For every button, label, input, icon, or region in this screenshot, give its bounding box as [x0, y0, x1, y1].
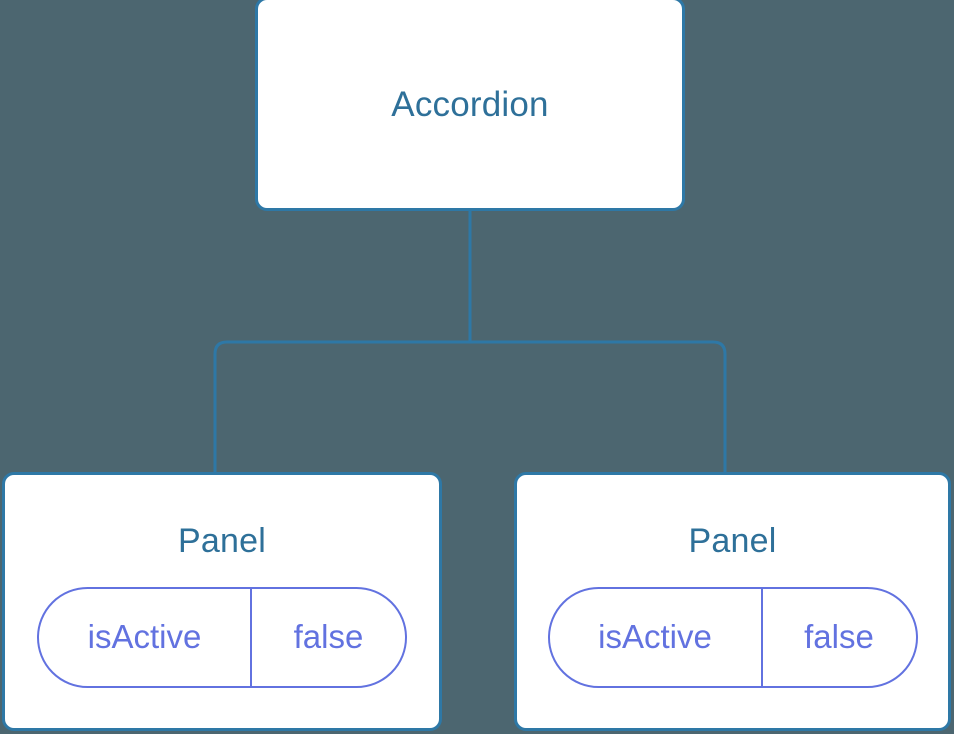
node-panel-2[interactable]: Panel isActive false [514, 472, 951, 731]
state-key: isActive [87, 618, 202, 655]
state-badge[interactable]: isActive false [37, 587, 407, 688]
state-badge[interactable]: isActive false [547, 587, 918, 688]
connector-right-branch [470, 340, 727, 474]
node-accordion[interactable]: Accordion [255, 0, 685, 211]
state-value: false [250, 589, 405, 686]
state-key: isActive [598, 618, 712, 655]
state-value: false [760, 589, 916, 686]
node-panel-1[interactable]: Panel isActive false [2, 472, 442, 731]
node-title: Accordion [391, 84, 549, 124]
node-title: Panel [178, 522, 266, 560]
connector-left-branch [213, 340, 470, 474]
node-title: Panel [688, 522, 777, 560]
